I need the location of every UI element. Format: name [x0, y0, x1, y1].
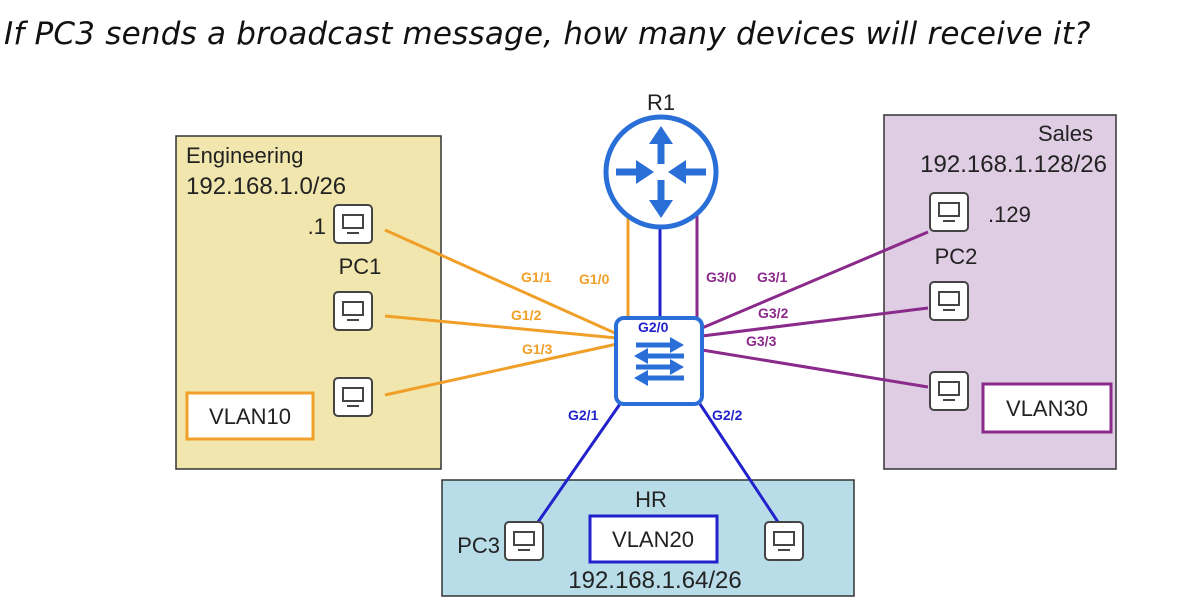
vlan20-box [588, 514, 719, 564]
pc-engineering-2-icon [333, 291, 373, 331]
pc-engineering-3-icon [333, 377, 373, 417]
engineering-name: Engineering [186, 143, 303, 168]
link-pc1-g1-1 [384, 228, 618, 336]
pc3-name: PC3 [457, 533, 500, 558]
port-g2-1: G2/1 [568, 407, 599, 423]
vlan30-label: VLAN30 [1006, 396, 1088, 421]
pc-sales-2-icon [929, 281, 969, 321]
port-g2-0: G2/0 [638, 319, 669, 335]
pc-sales-3-icon [929, 371, 969, 411]
port-g1-3: G1/3 [522, 341, 553, 357]
pc2-ip: .129 [988, 202, 1031, 227]
pc-hr-2-icon [764, 521, 804, 561]
hr-subnet: 192.168.1.64/26 [568, 567, 742, 594]
pc2-name: PC2 [935, 244, 978, 269]
port-g3-2: G3/2 [758, 305, 789, 321]
router-arrows-icon [616, 126, 706, 218]
engineering-subnet: 192.168.1.0/26 [186, 173, 346, 200]
switch-arrows-icon [634, 337, 684, 386]
pc2-icon [929, 192, 969, 232]
port-g1-0: G1/0 [579, 271, 610, 287]
hr-name: HR [635, 487, 667, 512]
question-text: If PC3 sends a broadcast message, how ma… [4, 16, 1091, 52]
link-pc3-g2-1 [536, 403, 622, 523]
port-g3-3: G3/3 [746, 333, 777, 349]
pc3-icon [504, 521, 544, 561]
router-label: R1 [647, 90, 675, 115]
link-pc-g1-2 [384, 314, 618, 340]
link-pc-g3-2 [701, 306, 929, 338]
link-pc-g1-3 [384, 342, 618, 397]
link-pc-g2-2 [698, 403, 780, 523]
router-r1 [603, 114, 719, 230]
vlan20-label: VLAN20 [612, 527, 694, 552]
link-pc2-g3-1 [701, 230, 929, 330]
sales-name: Sales [1038, 121, 1093, 146]
pc1-icon [333, 204, 373, 244]
port-g3-0: G3/0 [706, 269, 737, 285]
vlan10-box [185, 391, 315, 441]
pc1-name: PC1 [339, 254, 382, 279]
port-g2-2: G2/2 [712, 407, 743, 423]
switch [614, 316, 704, 406]
port-g1-2: G1/2 [511, 307, 542, 323]
port-g3-1: G3/1 [757, 269, 788, 285]
port-g1-1: G1/1 [521, 269, 552, 285]
vlan10-label: VLAN10 [209, 404, 291, 429]
pc1-ip: .1 [308, 214, 326, 239]
sales-subnet: 192.168.1.128/26 [920, 151, 1107, 178]
link-pc-g3-3 [701, 348, 929, 389]
vlan30-box [981, 382, 1113, 434]
